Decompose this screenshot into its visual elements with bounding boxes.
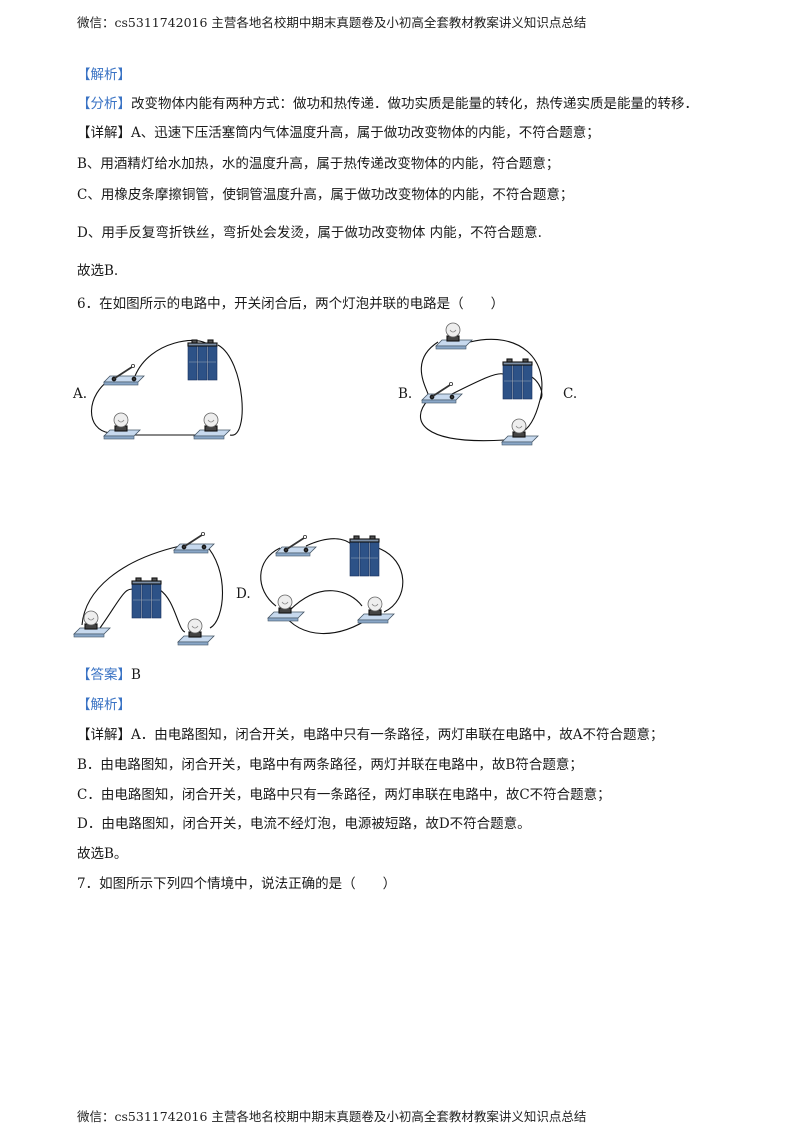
circuit-b (419, 322, 543, 446)
bulb-icon (193, 412, 231, 440)
q6-detail-a: 【详解】A．由电路图知，闭合开关，电路中只有一条路径，两灯串联在电路中，故A不符… (77, 726, 664, 744)
q6-line-a: A．由电路图知，闭合开关，电路中只有一条路径，两灯串联在电路中，故A不符合题意； (131, 727, 664, 743)
battery-icon (349, 535, 380, 577)
q6-option-a-label: A. (73, 386, 88, 402)
switch-icon (275, 534, 317, 557)
bulb-icon (435, 322, 473, 350)
q6-line-b: B．由电路图知，闭合开关，电路中有两条路径，两灯并联在电路中，故B符合题意； (77, 757, 583, 773)
bulb-icon (103, 412, 141, 440)
bulb-icon (501, 418, 539, 446)
circuit-a (90, 339, 243, 440)
q6-option-c-label: C. (563, 386, 578, 402)
q6-line-c: C．由电路图知，闭合开关，电路中只有一条路径，两灯串联在电路中，故C不符合题意； (77, 787, 611, 803)
battery-icon (187, 339, 218, 381)
page-footer: 微信：cs5311742016 主营各地名校期中期末真题卷及小初高全套教材教案讲… (77, 1109, 587, 1124)
bulb-icon (73, 610, 111, 638)
q5-select: 故选B. (77, 263, 119, 279)
q5-line-d: D、用手反复弯折铁丝，弯折处会发烫，属于做功改变物体 内能，不符合题意. (77, 225, 542, 241)
switch-icon (173, 531, 215, 554)
circuit-c (73, 531, 223, 646)
q5-line-b: B、用酒精灯给水加热，水的温度升高，属于热传递改变物体的内能，符合题意； (77, 156, 560, 172)
q5-fenxi-text: 改变物体内能有两种方式：做功和热传递．做功实质是能量的转化，热传递实质是能量的转… (131, 96, 698, 112)
q5-detail-tag: 【详解】 (77, 125, 131, 141)
switch-icon (103, 363, 145, 386)
circuit-d (260, 534, 404, 635)
q6-stem: 6．在如图所示的电路中，开关闭合后，两个灯泡并联的电路是（ ） (77, 296, 505, 312)
q5-line-a: A、迅速下压活塞筒内气体温度升高，属于做功改变物体的内能，不符合题意； (131, 125, 600, 141)
q5-fenxi: 【分析】改变物体内能有两种方式：做功和热传递．做功实质是能量的转化，热传递实质是… (77, 95, 698, 113)
page-header: 微信：cs5311742016 主营各地名校期中期末真题卷及小初高全套教材教案讲… (77, 15, 587, 30)
q5-detail-a: 【详解】A、迅速下压活塞筒内气体温度升高，属于做功改变物体的内能，不符合题意； (77, 124, 600, 142)
bulb-icon (267, 594, 305, 622)
q7-stem: 7．如图所示下列四个情境中，说法正确的是（ ） (77, 876, 397, 892)
q6-answer: 【答案】B (77, 666, 141, 684)
q6-answer-tag: 【答案】 (77, 667, 131, 683)
q6-line-d: D．由电路图知，闭合开关，电流不经灯泡，电源被短路，故D不符合题意。 (77, 816, 531, 832)
battery-icon (131, 577, 162, 619)
q6-option-d-label: D. (236, 586, 251, 602)
q6-option-b-label: B. (398, 386, 413, 402)
q5-fenxi-tag: 【分析】 (77, 96, 131, 112)
q6-detail-tag: 【详解】 (77, 727, 131, 743)
q6-select: 故选B。 (77, 846, 128, 862)
q5-analysis-tag: 【解析】 (77, 67, 131, 83)
q6-analysis-tag: 【解析】 (77, 697, 131, 713)
q6-answer-value: B (131, 667, 141, 683)
battery-icon (502, 358, 533, 400)
bulb-icon (177, 618, 215, 646)
q6-circuit-diagrams (73, 322, 543, 646)
q5-line-c: C、用橡皮条摩擦铜管，使铜管温度升高，属于做功改变物体的内能，不符合题意； (77, 187, 574, 203)
